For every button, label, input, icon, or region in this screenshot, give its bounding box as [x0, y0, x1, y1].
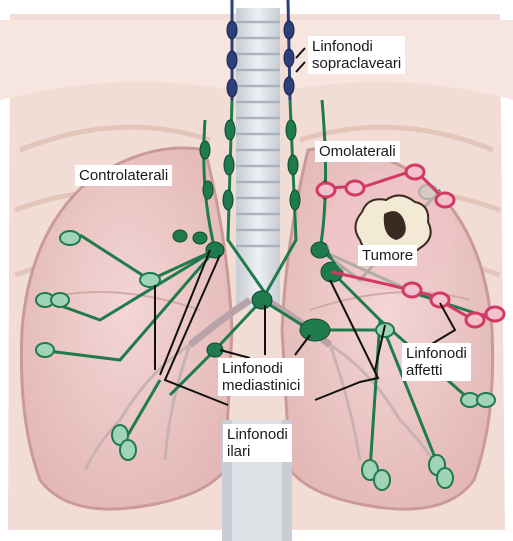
label-supraclavicular: Linfonodi sopraclaveari [308, 36, 405, 74]
label-ipsilateral-text: Omolaterali [319, 143, 396, 160]
label-mediastinal-line2: mediastinici [222, 377, 300, 394]
label-tumor: Tumore [358, 245, 417, 266]
label-hilar-line1: Linfonodi [227, 426, 288, 443]
label-supraclavicular-line2: sopraclaveari [312, 55, 401, 72]
label-ipsilateral: Omolaterali [315, 141, 400, 162]
label-affected-line1: Linfonodi [406, 345, 467, 362]
label-affected-nodes: Linfonodi affetti [402, 343, 471, 381]
label-contralateral: Controlaterali [75, 165, 172, 186]
label-tumor-text: Tumore [362, 247, 413, 264]
label-mediastinal: Linfonodi mediastinici [218, 358, 304, 396]
label-hilar-line2: ilari [227, 443, 288, 460]
label-affected-line2: affetti [406, 362, 467, 379]
label-hilar: Linfonodi ilari [223, 424, 292, 462]
label-supraclavicular-line1: Linfonodi [312, 38, 401, 55]
label-mediastinal-line1: Linfonodi [222, 360, 300, 377]
label-contralateral-text: Controlaterali [79, 167, 168, 184]
